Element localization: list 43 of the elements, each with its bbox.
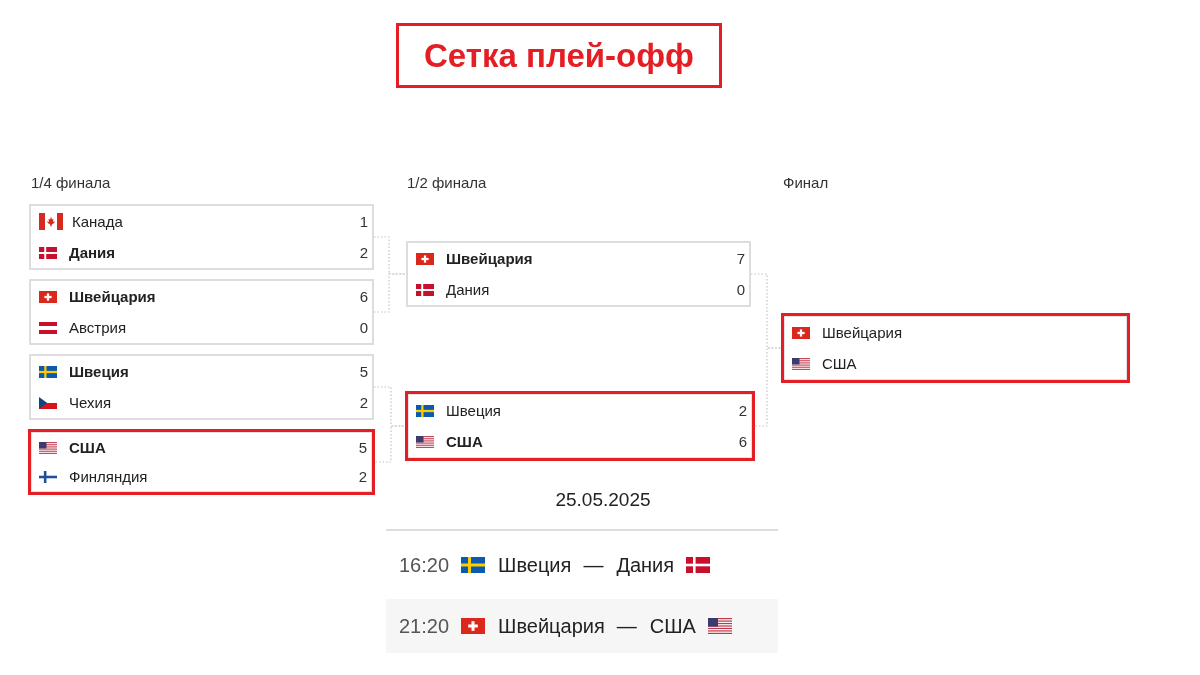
team-name: Швейцария [498,614,605,638]
score: 2 [359,393,368,412]
match-time: 21:20 [399,614,450,638]
score: 0 [736,280,745,299]
score: 0 [359,318,368,337]
team-name: Швейцария [446,249,533,268]
score: 5 [359,362,368,381]
team-name: Канада [72,212,123,231]
team-name: США [446,432,483,451]
round-heading: 1/4 финала [31,173,111,193]
match-card [29,279,374,345]
dash-separator: — [616,614,637,638]
team-name: Дания [616,553,675,577]
round-heading: 1/2 финала [407,173,487,193]
match-time: 16:20 [399,553,450,577]
match-card [29,354,374,420]
team-name: США [69,438,106,457]
team-name: Швеция [446,401,501,420]
score: 5 [358,438,367,457]
team-name: Швеция [498,553,572,577]
dash-separator: — [583,553,604,577]
team-name: Дания [69,243,116,262]
score: 6 [359,287,368,306]
title-banner: Сетка плей-офф [396,23,722,88]
team-name: Чехия [69,393,111,412]
team-name: Швеция [69,362,129,381]
score: 2 [738,401,747,420]
team-name: Австрия [69,318,127,337]
team-name: Финляндия [69,467,148,486]
team-name: США [822,354,857,373]
match-card [29,204,374,270]
score: 1 [359,212,368,231]
score: 6 [738,432,747,451]
team-name: США [649,614,696,638]
team-name: Швейцария [822,323,903,342]
score: 2 [359,243,368,262]
match-date: 25.05.2025 [554,488,652,512]
score: 7 [736,249,745,268]
score: 2 [358,467,367,486]
match-card [406,241,751,307]
team-name: Дания [446,280,490,299]
round-heading: Финал [783,173,829,193]
team-name: Швейцария [69,287,156,306]
